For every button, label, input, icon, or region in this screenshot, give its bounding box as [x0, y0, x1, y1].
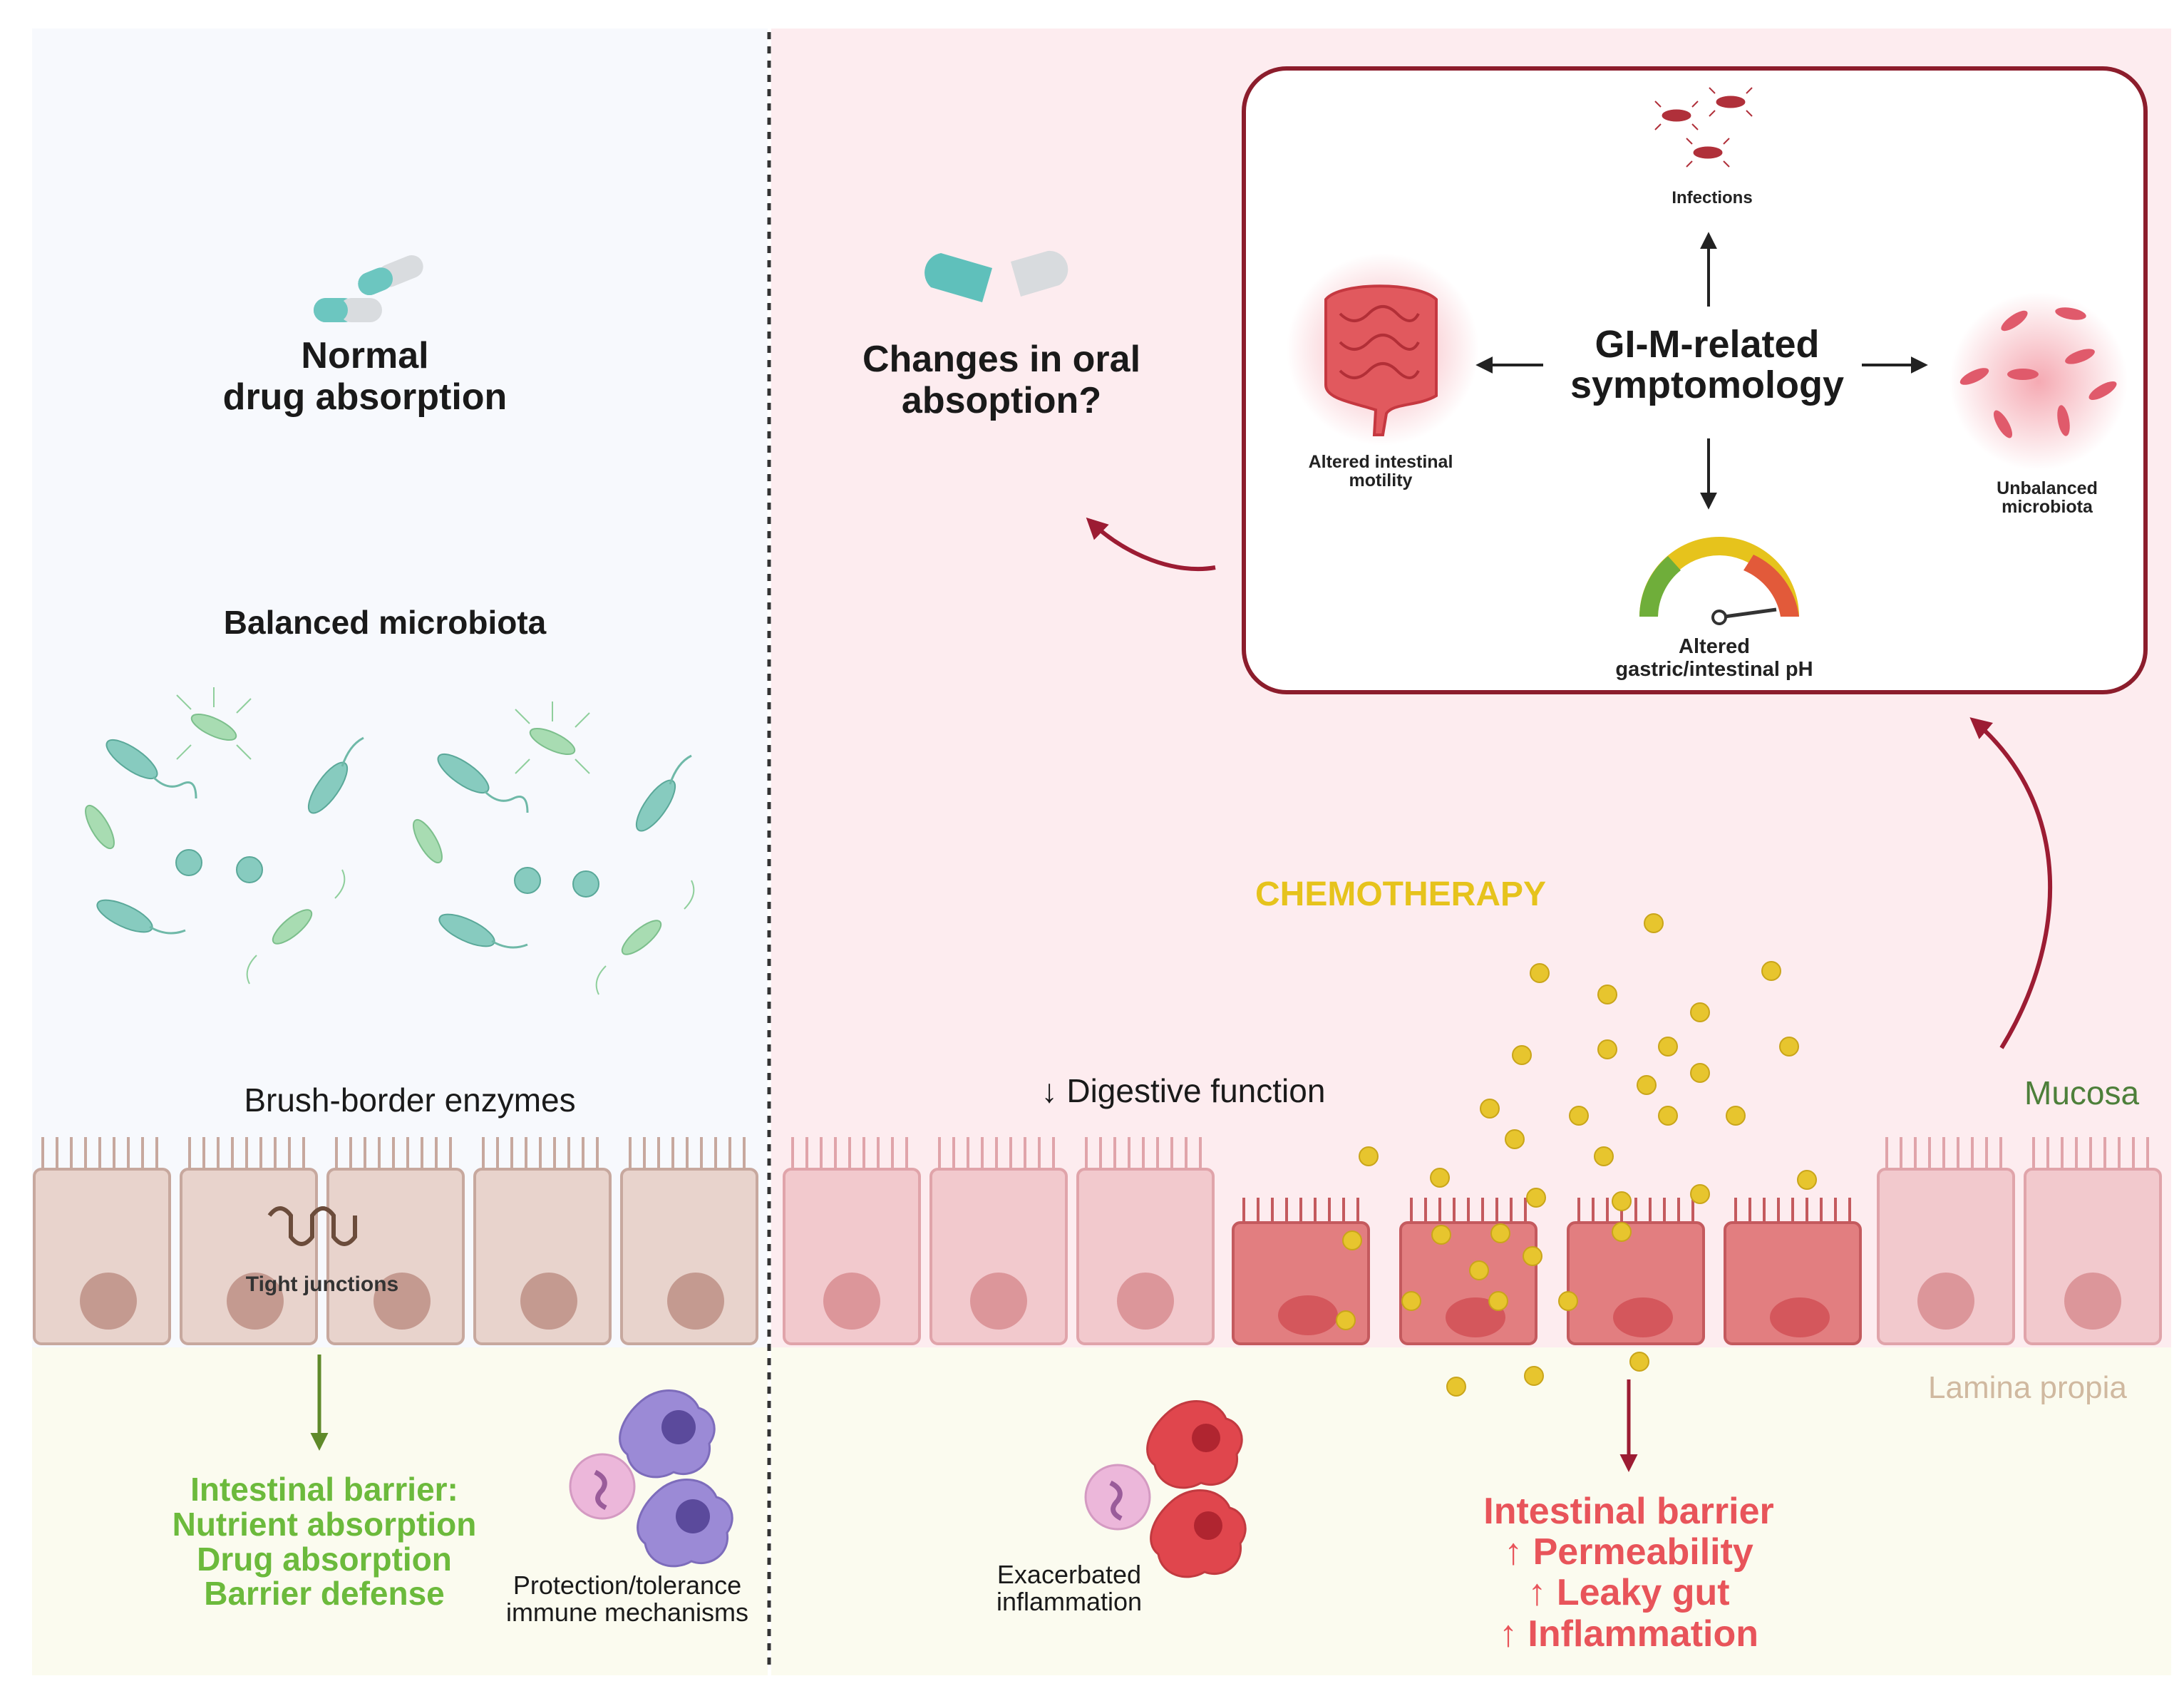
left-barrier-line2: Nutrient absorption — [172, 1505, 477, 1543]
ph-line2: gastric/intestinal pH — [1615, 657, 1813, 681]
normal-absorption-line2: drug absorption — [222, 376, 508, 418]
left-barrier-line4: Barrier defense — [204, 1575, 445, 1613]
ph-line1: Altered — [1679, 635, 1750, 658]
normal-absorption-label: Normal drug absorption — [223, 335, 508, 418]
ph-label: Altered gastric/intestinal pH — [1615, 635, 1813, 682]
drug-particles — [1336, 913, 1817, 1397]
right-barrier-label: Intestinal barrier ↑ Permeability ↑ Leak… — [1483, 1491, 1773, 1655]
symptom-title-line1: GI-M-related — [1595, 323, 1820, 366]
inflammation-line1: Exacerbated — [996, 1560, 1142, 1589]
tight-junctions-label: Tight junctions — [245, 1273, 399, 1296]
balanced-microbiota-label: Balanced microbiota — [223, 604, 547, 641]
inflammation-line2: inflammation — [996, 1586, 1143, 1616]
capsule-icon-right — [924, 250, 1068, 302]
balanced-microbiota-cluster — [85, 687, 695, 995]
epithelium-right — [783, 1137, 2162, 1345]
arrow-to-symptom-box — [1969, 717, 2053, 1049]
right-barrier-line2: ↑ Permeability — [1504, 1531, 1753, 1573]
immune-cells-right — [1084, 1400, 1247, 1578]
left-barrier-line1: Intestinal barrier: — [190, 1471, 458, 1508]
right-lamina-background — [771, 1347, 2171, 1675]
immune-cells-left — [569, 1389, 733, 1568]
chemotherapy-label: CHEMOTHERAPY — [1255, 875, 1547, 913]
arrow-to-oral-absorption — [1086, 517, 1216, 572]
motility-line1: Altered intestinal — [1308, 452, 1453, 472]
symptom-box-title: GI-M-related symptomology — [1570, 324, 1844, 405]
symptom-title-line2: symptomology — [1570, 363, 1845, 406]
inflammation-label: Exacerbated inflammation — [996, 1561, 1142, 1615]
motility-line2: motility — [1349, 471, 1413, 491]
epithelium-healthy-left — [33, 1137, 758, 1345]
infections-label: Infections — [1672, 188, 1753, 207]
intestine-icon — [1287, 253, 1479, 446]
unbalanced-microbiota-label: Unbalanced microbiota — [1997, 479, 2098, 517]
digestive-function-label: ↓ Digestive function — [1041, 1072, 1326, 1109]
right-barrier-line3: ↑ Leaky gut — [1528, 1572, 1730, 1614]
normal-absorption-line1: Normal — [301, 335, 429, 376]
right-barrier-line4: ↑ Inflammation — [1498, 1613, 1759, 1655]
brush-border-label: Brush-border enzymes — [244, 1081, 576, 1119]
microbiota-line1: Unbalanced — [1997, 478, 2098, 498]
ph-gauge-icon — [1639, 537, 1799, 625]
right-barrier-line1: Intestinal barrier — [1483, 1491, 1774, 1532]
left-barrier-line3: Drug absorption — [197, 1540, 452, 1578]
tight-junction-icon — [267, 1206, 357, 1246]
microbiota-line2: microbiota — [2002, 497, 2093, 518]
infection-bacteria-icon — [1654, 87, 1753, 168]
oral-changes-line1: Changes in oral — [862, 339, 1141, 380]
lamina-propia-label: Lamina propia — [1928, 1370, 2127, 1405]
mucosa-label: Mucosa — [2024, 1074, 2140, 1111]
oral-changes-line2: absoption? — [901, 380, 1102, 422]
symptom-box — [1242, 66, 2148, 694]
immune-mechanisms-label: Protection/tolerance immune mechanisms — [506, 1572, 748, 1626]
immune-line1: Protection/tolerance — [512, 1571, 742, 1600]
oral-changes-label: Changes in oral absoption? — [862, 339, 1140, 421]
unbalanced-microbiota-icon — [1949, 292, 2128, 471]
capsule-icon-left — [314, 255, 423, 322]
immune-line2: immune mechanisms — [505, 1597, 749, 1627]
left-barrier-label: Intestinal barrier: Nutrient absorption … — [172, 1472, 477, 1611]
motility-label: Altered intestinal motility — [1309, 453, 1453, 490]
